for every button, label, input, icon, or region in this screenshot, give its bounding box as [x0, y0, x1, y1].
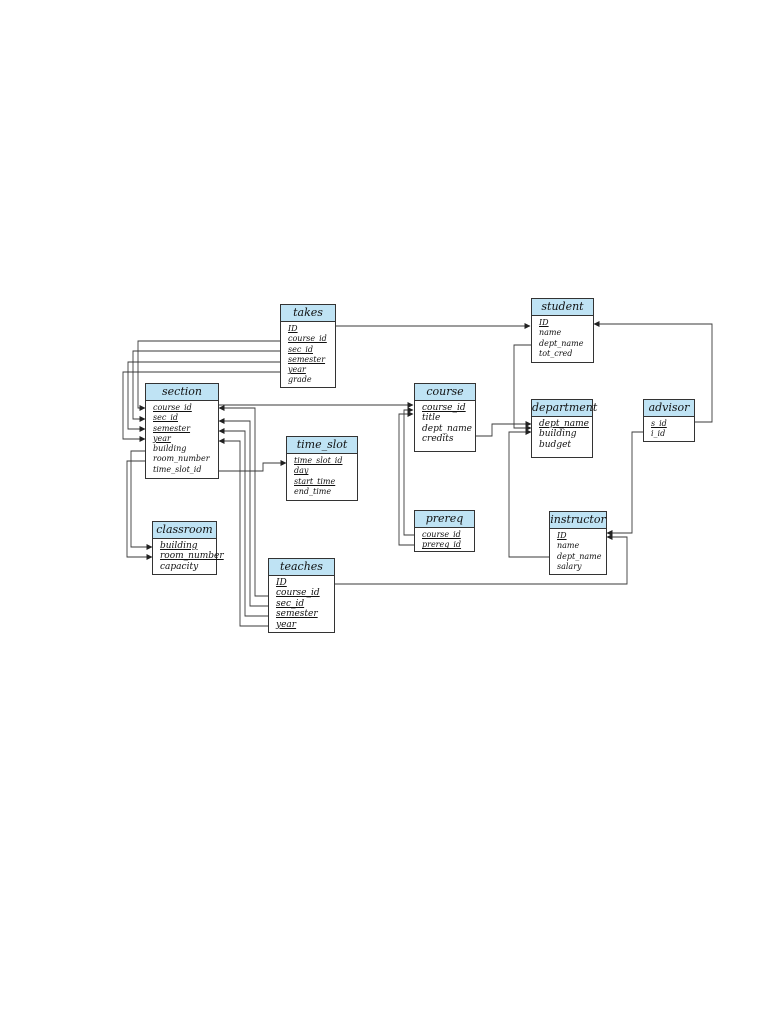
attr-prereq-course-id: course_id [422, 530, 461, 539]
attr-department-dept-name: dept_name [539, 419, 589, 429]
attr-takes-id: ID [288, 324, 298, 333]
fk-teaches-section-sec-id [218, 418, 268, 607]
attr-section-semester: semester [153, 423, 191, 433]
attr-time-slot-time-slot-id: time_slot_id [294, 456, 343, 465]
entity-teaches-title: teaches [269, 559, 334, 576]
attr-student-tot-cred: tot_cred [539, 348, 573, 358]
attr-section-course-id: course_id [153, 403, 192, 412]
entity-prereq-title: prereq [415, 511, 474, 528]
attr-teaches-sec-id: sec_id [276, 598, 305, 609]
fk-student-department [513, 344, 532, 431]
attr-time-slot-start-time: start_time [294, 476, 336, 486]
attr-section-time-slot-id: time_slot_id [153, 464, 202, 474]
entity-department-title: department [532, 400, 597, 417]
fk-instructor-department [508, 429, 549, 558]
attr-time-slot-end-time: end_time [294, 486, 332, 496]
entity-department: department dept_name building budget [531, 399, 597, 458]
entity-student: student ID name dept_name tot_cred [531, 298, 594, 363]
entity-course: course course_id title dept_name credits [414, 383, 476, 452]
entity-takes: takes ID course_id sec_id semester year … [280, 304, 336, 388]
attr-classroom-room-number: room_number [160, 551, 224, 562]
attr-instructor-salary: salary [557, 561, 582, 571]
attr-takes-sec-id: sec_id [288, 344, 313, 354]
attr-classroom-capacity: capacity [160, 561, 199, 572]
attr-student-name: name [539, 328, 562, 338]
entity-teaches: teaches ID course_id sec_id semester yea… [268, 558, 335, 633]
fk-teaches-section-year [218, 438, 268, 627]
fk-prereq-course-id [403, 407, 414, 536]
attr-teaches-year: year [276, 619, 297, 630]
entity-course-title: course [415, 384, 475, 401]
attr-section-year: year [153, 433, 171, 443]
fk-teaches-instructor [335, 534, 628, 585]
attr-advisor-s-id: s_id [651, 419, 667, 428]
fk-takes-section-semester [127, 361, 280, 432]
entity-time-slot: time_slot time_slot_id day start_time en… [286, 436, 358, 501]
attr-instructor-dept-name: dept_name [557, 551, 602, 561]
attr-takes-semester: semester [288, 354, 326, 364]
attr-student-id: ID [539, 318, 549, 327]
attr-teaches-semester: semester [276, 609, 318, 620]
attr-teaches-id: ID [276, 578, 287, 588]
fk-advisor-student [593, 321, 713, 423]
entity-classroom-title: classroom [153, 522, 216, 539]
entity-takes-title: takes [281, 305, 335, 322]
attr-time-slot-day: day [294, 466, 309, 476]
fk-course-department [476, 421, 532, 437]
attr-takes-year: year [288, 365, 306, 375]
fk-takes-section-course-id [137, 340, 280, 411]
fk-section-classroom-building [130, 450, 153, 550]
attr-takes-grade: grade [288, 375, 312, 385]
attr-department-budget: budget [539, 439, 572, 450]
entity-section-title: section [146, 384, 218, 401]
attr-course-title: title [422, 413, 441, 424]
entity-advisor: advisor s_id i_id [643, 399, 695, 442]
fk-prereq-prereq-id [398, 411, 414, 546]
attr-section-building: building [153, 444, 187, 454]
attr-course-credits: credits [422, 434, 454, 445]
fk-section-classroom-room [126, 460, 153, 560]
fk-takes-section-year [122, 371, 280, 442]
attr-section-sec-id: sec_id [153, 413, 178, 423]
fk-advisor-instructor [606, 431, 643, 536]
entity-time-slot-title: time_slot [287, 437, 357, 454]
entity-classroom: classroom building room_number capacity [152, 521, 224, 575]
entity-student-title: student [532, 299, 593, 316]
attr-course-course-id: course_id [422, 403, 466, 413]
attr-section-room-number: room_number [153, 454, 210, 464]
attr-takes-course-id: course_id [288, 334, 327, 344]
attr-instructor-id: ID [557, 531, 567, 540]
attr-student-dept-name: dept_name [539, 338, 584, 348]
attr-instructor-name: name [557, 541, 580, 551]
fk-teaches-section-semester [218, 428, 268, 617]
attr-advisor-i-id: i_id [651, 429, 666, 439]
entity-advisor-title: advisor [644, 400, 694, 417]
fk-takes-section-sec-id [132, 350, 280, 422]
entity-instructor: instructor ID name dept_name salary [549, 511, 607, 575]
fk-teaches-section-course-id [218, 405, 268, 597]
attr-course-dept-name: dept_name [422, 423, 472, 434]
entity-prereq: prereq course_id prereq_id [414, 510, 475, 552]
fk-section-time-slot [219, 460, 287, 472]
entity-instructor-title: instructor [550, 512, 606, 529]
attr-classroom-building: building [160, 541, 198, 551]
attr-prereq-prereq-id: prereq_id [422, 540, 462, 550]
attr-teaches-course-id: course_id [276, 588, 320, 599]
entity-section: section course_id sec_id semester year b… [145, 383, 219, 479]
attr-department-building: building [539, 429, 577, 440]
